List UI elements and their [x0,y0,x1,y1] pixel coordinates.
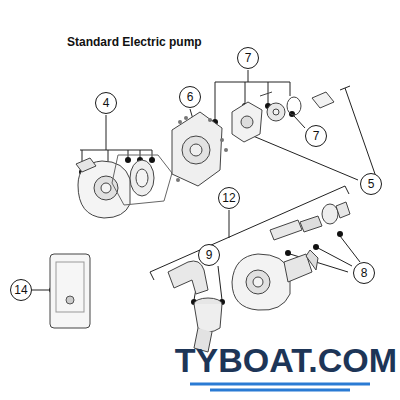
callout-number: 8 [353,262,375,284]
callout-number: 5 [360,173,382,195]
callout-number: 9 [198,244,220,266]
diagram-title: Standard Electric pump [67,35,202,49]
watermark-logo: TYBOAT.COM [175,341,397,380]
callout-number: 12 [218,187,240,209]
callout-number: 4 [95,92,117,114]
callout-number: 6 [179,86,201,108]
callout-number: 7 [237,47,259,69]
callout-number: 14 [10,279,32,301]
callout-number: 7 [305,125,327,147]
